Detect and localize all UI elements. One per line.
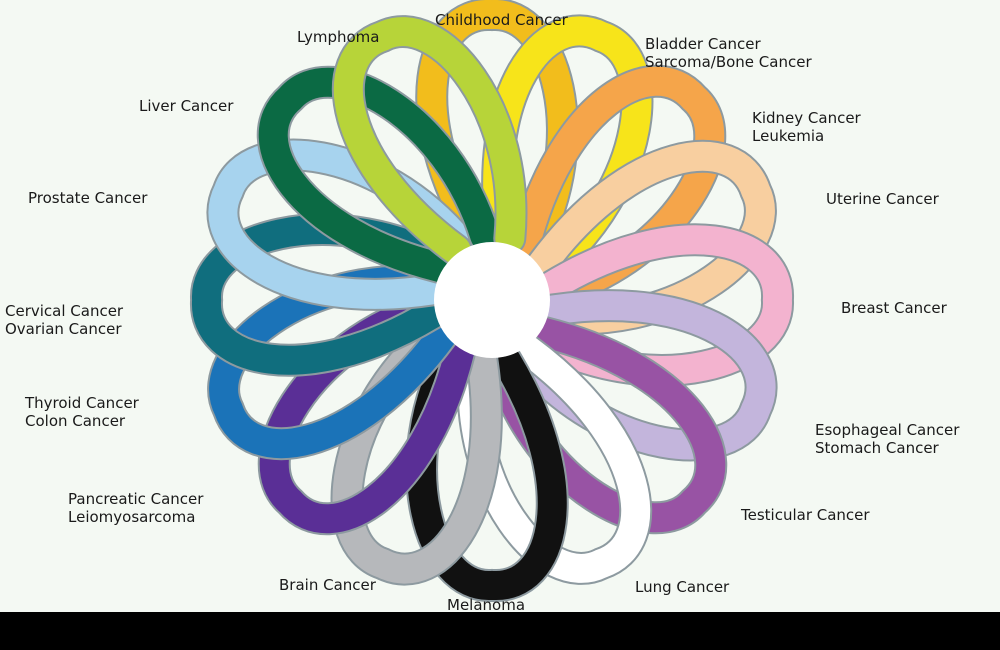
ribbon-wheel-diagram: Childhood Cancer Bladder Cancer Sarcoma/… — [0, 0, 1000, 612]
label-melanoma: Melanoma — [447, 596, 526, 612]
center-hub — [434, 242, 550, 358]
label-lung: Lung Cancer — [635, 578, 730, 596]
ribbon-wheel — [190, 0, 794, 602]
label-liver: Liver Cancer — [139, 97, 234, 115]
label-prostate: Prostate Cancer — [28, 189, 148, 207]
label-kidney: Kidney Cancer Leukemia — [752, 109, 861, 145]
label-cervical: Cervical Cancer Ovarian Cancer — [5, 302, 124, 338]
bottom-black-bar — [0, 612, 1000, 650]
label-bladder: Bladder Cancer Sarcoma/Bone Cancer — [645, 35, 812, 71]
label-testicular: Testicular Cancer — [741, 506, 870, 524]
label-esophageal: Esophageal Cancer Stomach Cancer — [815, 421, 960, 457]
ribbon-lymphoma — [333, 17, 526, 265]
label-uterine: Uterine Cancer — [826, 190, 939, 208]
label-thyroid: Thyroid Cancer Colon Cancer — [25, 394, 139, 430]
label-childhood: Childhood Cancer — [435, 11, 568, 29]
label-brain: Brain Cancer — [279, 576, 376, 594]
label-pancreatic: Pancreatic Cancer Leiomyosarcoma — [68, 490, 204, 526]
label-lymphoma: Lymphoma — [297, 28, 380, 46]
label-breast: Breast Cancer — [841, 299, 947, 317]
ribbon-liver — [258, 67, 500, 282]
